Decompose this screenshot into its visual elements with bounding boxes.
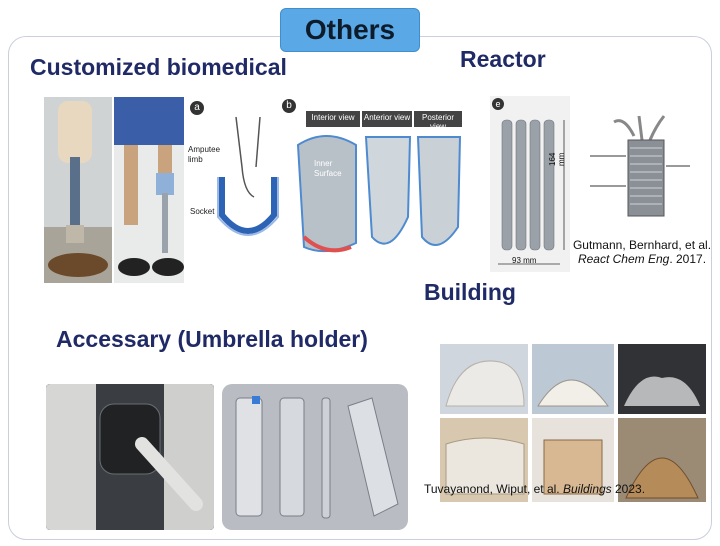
reactor-photo-art [490, 96, 570, 272]
heading-building: Building [424, 279, 516, 305]
interior-view-label: Interior view [311, 113, 355, 122]
umbrella-holder-car-photo [46, 384, 214, 530]
umbrella-holder-renders [222, 384, 408, 530]
reactor-citation-journal: React Chem Eng [577, 252, 670, 266]
heading-reactor: Reactor [460, 46, 546, 72]
panel-b-label: b [282, 99, 296, 113]
prosthesis-photo-left-art [44, 97, 112, 283]
building-citation-year: 2023. [611, 482, 646, 496]
prosthesis-photo-right-art [114, 97, 184, 283]
building-photos-art [440, 344, 706, 502]
anterior-view-label: Anterior view [363, 113, 411, 122]
umbrella-holder-car-art [46, 384, 214, 530]
prosthesis-photo-left [44, 97, 112, 283]
panel-a-label: a [190, 101, 204, 115]
posterior-view-label: Posterior view [421, 113, 454, 131]
reactor-width-label: 93 mm [512, 256, 537, 265]
building-photo-grid [440, 344, 706, 502]
panel-e-label: e [492, 98, 504, 110]
socket-diagram-art [186, 97, 464, 261]
heading-biomedical: Customized biomedical [30, 54, 287, 80]
reactor-schematic [584, 96, 694, 236]
socket-diagram: a b Amputee limb Socket Interior view An… [186, 97, 464, 261]
reactor-citation-year: . 2017. [669, 252, 707, 266]
reactor-citation-authors: Gutmann, Bernhard, et al. [572, 238, 712, 252]
slide-title: Others [280, 8, 420, 52]
building-citation-journal: Buildings [562, 482, 612, 496]
heading-accessary: Accessary (Umbrella holder) [56, 326, 368, 352]
socket-label: Socket [190, 207, 215, 216]
building-citation-authors: Tuvayanond, Wiput, et al. [424, 482, 563, 496]
reactor-photo: e 93 mm 164 mm [490, 96, 570, 272]
umbrella-holder-renders-art [235, 396, 399, 519]
reactor-schematic-art [590, 115, 690, 217]
building-citation: Tuvayanond, Wiput, et al. Buildings 2023… [424, 482, 714, 496]
inner-surface-label: Inner Surface [314, 159, 342, 178]
reactor-height-label: 164 mm [548, 152, 566, 166]
reactor-citation: Gutmann, Bernhard, et al. React Chem Eng… [572, 238, 712, 266]
amputee-limb-label: Amputee limb [188, 145, 221, 164]
prosthesis-photo-right [114, 97, 184, 283]
